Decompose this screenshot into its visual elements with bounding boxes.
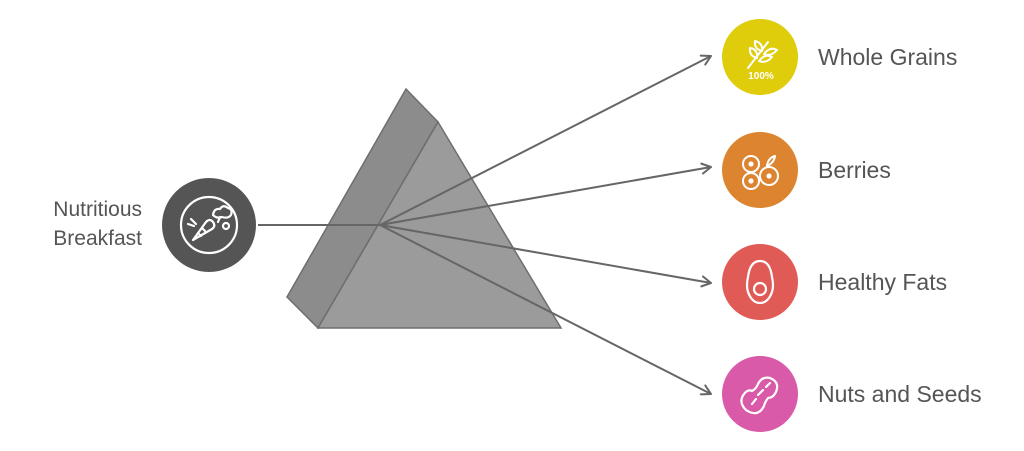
prism <box>286 87 563 330</box>
peanut-icon <box>740 376 779 415</box>
source-label-line1: Nutritious <box>53 198 142 221</box>
vegetables-plate-icon <box>179 195 239 255</box>
output-node-berries <box>722 132 798 208</box>
berries-icon <box>742 155 779 190</box>
output-beams <box>379 54 712 396</box>
badge-text: 100% <box>748 71 774 82</box>
output-node-nuts-and-seeds <box>722 356 798 432</box>
beam-berries <box>379 162 712 226</box>
beam-nuts-and-seeds <box>379 224 712 396</box>
source-label-line2: Breakfast <box>53 227 142 250</box>
source-node <box>162 178 256 272</box>
beam-healthy-fats <box>379 224 712 288</box>
source-label: Nutritious Breakfast <box>0 195 142 253</box>
output-node-whole-grains: 100% <box>722 19 798 95</box>
wheat-100-percent-icon: 100% <box>747 40 778 82</box>
label-berries: Berries <box>818 157 891 183</box>
label-nuts-and-seeds: Nuts and Seeds <box>818 381 982 407</box>
beam-whole-grains <box>379 54 712 226</box>
label-healthy-fats: Healthy Fats <box>818 269 948 295</box>
output-node-healthy-fats <box>722 244 798 320</box>
avocado-icon <box>745 259 775 305</box>
label-whole-grains: Whole Grains <box>818 44 958 70</box>
